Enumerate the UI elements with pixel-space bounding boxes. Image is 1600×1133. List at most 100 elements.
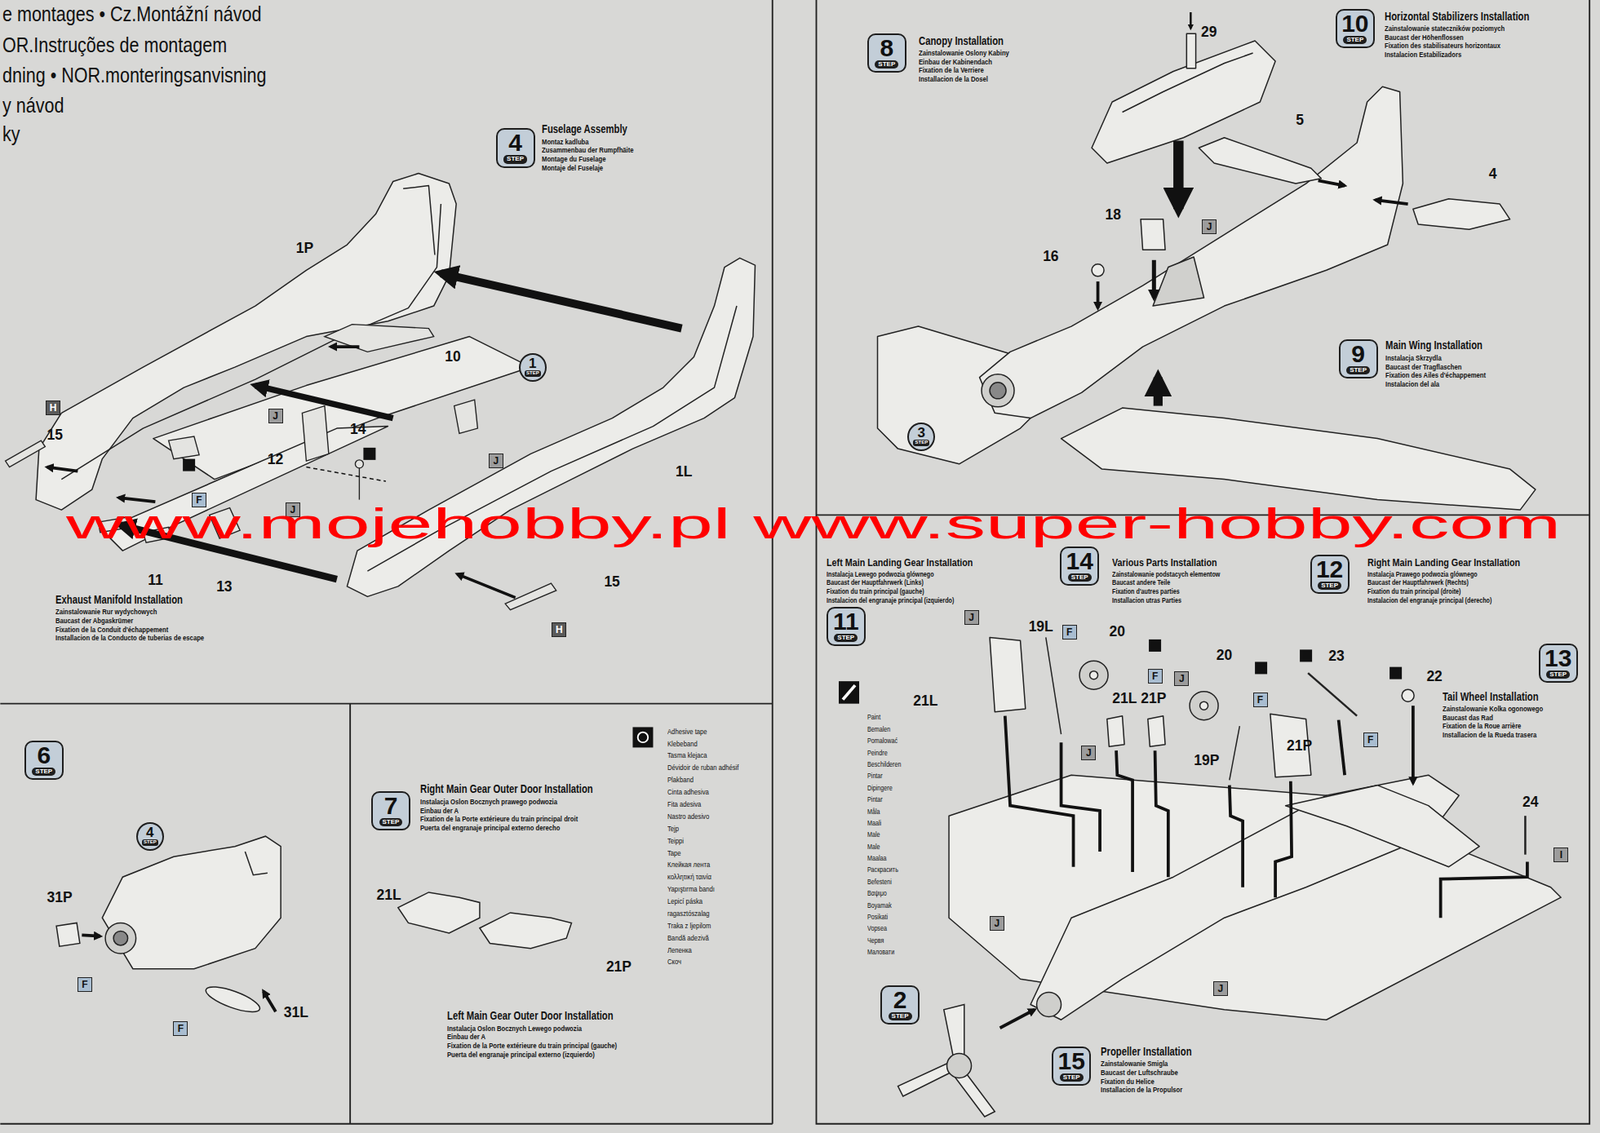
symbol-translation: Лепенка bbox=[667, 946, 692, 955]
step-translation: Instalacja Skrzydla bbox=[1385, 354, 1442, 363]
step-translation: Zainstalowanie Oslony Kabiny bbox=[918, 48, 1010, 58]
step-number: 4 bbox=[146, 825, 154, 840]
step-word: STEP bbox=[31, 767, 56, 776]
aircraft-top-view bbox=[1091, 264, 1104, 277]
color-code-letter: I bbox=[1560, 848, 1563, 862]
part-color-code: J bbox=[964, 610, 980, 625]
color-code-letter: F bbox=[1257, 693, 1264, 707]
color-code-letter: J bbox=[1085, 746, 1092, 760]
color-code-letter: F bbox=[1152, 669, 1158, 683]
leader-line bbox=[1155, 750, 1169, 878]
aircraft-bottom-view bbox=[1307, 673, 1357, 717]
propeller bbox=[947, 1053, 972, 1078]
nose-section bbox=[105, 922, 137, 954]
symbol-translation: Nastro adesivo bbox=[667, 812, 710, 821]
step-badge: 10STEP bbox=[1335, 8, 1375, 49]
aircraft-top-view bbox=[989, 382, 1007, 399]
symbol-translation: Βαψιμο bbox=[867, 890, 887, 899]
callout-number: 21P bbox=[1286, 738, 1312, 754]
aircraft-top-view bbox=[979, 86, 1404, 418]
step-translation: Puerta del engranaje principal externo (… bbox=[447, 1050, 595, 1060]
color-code-letter: F bbox=[177, 1022, 184, 1036]
paint-icon bbox=[838, 681, 860, 705]
assembly-arrow bbox=[263, 991, 276, 1012]
callout-number: 11 bbox=[147, 572, 164, 589]
step-translation: Fixation d'autres parties bbox=[1112, 588, 1180, 597]
step-translation: Baucast der Abgaskrümer bbox=[55, 616, 133, 625]
assembly-arrow bbox=[440, 273, 682, 329]
assembly-arrow bbox=[305, 467, 386, 483]
callout-number: 18 bbox=[1104, 207, 1121, 223]
step-translation: Baucast der Hauptfahrwerk (Rechts) bbox=[1367, 579, 1469, 588]
assembly-arrow bbox=[1173, 141, 1184, 210]
step-word: STEP bbox=[874, 60, 899, 69]
color-code-letter: J bbox=[994, 917, 1001, 931]
aircraft-bottom-view bbox=[989, 637, 1026, 712]
color-code-letter: J bbox=[1217, 982, 1224, 996]
step-translation: Montaje del Fuselaje bbox=[541, 163, 603, 173]
symbol-translation: Червя bbox=[867, 937, 884, 946]
color-code-letter: F bbox=[1367, 733, 1374, 747]
aircraft-bottom-view bbox=[1079, 660, 1109, 690]
step-heading: Various Parts Installation bbox=[1112, 557, 1218, 569]
callout-number: 21L bbox=[376, 887, 401, 904]
header-text: ky bbox=[2, 122, 21, 147]
part-color-code: H bbox=[45, 400, 61, 416]
callout-number: 19L bbox=[1028, 619, 1054, 635]
callout-number: 15 bbox=[603, 574, 620, 590]
symbol-translation: κολλητική ταινία bbox=[667, 873, 712, 882]
symbol-translation: Befesteni bbox=[867, 878, 892, 887]
color-code-letter: H bbox=[555, 623, 563, 637]
step-translation: Instalacja Oslon Bocznych prawego podwoz… bbox=[420, 797, 558, 807]
symbol-translation: Lepicí páska bbox=[667, 897, 703, 906]
step-translation: Fixation du train principal (gauche) bbox=[826, 588, 925, 597]
callout-number: 12 bbox=[267, 452, 284, 468]
leader-line bbox=[1338, 720, 1346, 776]
step-translation: Installacion de la Conducto de tuberias … bbox=[55, 633, 204, 643]
symbol-translation: Маловати bbox=[867, 948, 895, 958]
assembly-arrow bbox=[1152, 260, 1157, 298]
step-translation: Fixation de la Verriere bbox=[918, 66, 984, 75]
step-heading: Tail Wheel Installation bbox=[1442, 691, 1539, 704]
callout-number: 5 bbox=[1295, 112, 1304, 129]
step-translation: Baucast das Rad bbox=[1442, 713, 1494, 723]
callout-number: 21L bbox=[913, 693, 938, 710]
symbol-translation: Tasma klejaca bbox=[667, 751, 708, 760]
step-number: 7 bbox=[384, 793, 399, 819]
callout-number: 20 bbox=[1108, 624, 1125, 640]
part-color-code: F bbox=[1062, 624, 1078, 640]
assembly-arrow bbox=[47, 273, 683, 599]
step-translation: Zainstalowanie Rur wydychowych bbox=[55, 607, 158, 617]
step-heading: Horizontal Stabilizers Installation bbox=[1384, 10, 1530, 23]
fuselage-halves bbox=[153, 336, 532, 480]
part-color-code: J bbox=[1213, 981, 1228, 997]
step-translation: Zainstalowanie Smigla bbox=[1100, 1059, 1168, 1069]
paint-mark bbox=[1254, 661, 1268, 674]
symbol-translation: Клейкая лента bbox=[667, 860, 710, 869]
aircraft-bottom-view bbox=[1107, 716, 1125, 748]
step-badge: 15STEP bbox=[1051, 1046, 1091, 1086]
step-translation: Fixation de la Roue arrière bbox=[1442, 722, 1521, 731]
aircraft-bottom-view bbox=[1401, 689, 1414, 702]
callout-number: 31P bbox=[47, 890, 73, 906]
aircraft-bottom-view bbox=[1285, 785, 1481, 868]
step-word: STEP bbox=[833, 633, 858, 643]
leader-line bbox=[1411, 705, 1415, 784]
step-number: 6 bbox=[36, 743, 51, 768]
step-translation: Einbau der A bbox=[447, 1032, 486, 1042]
step-badge: 4STEP bbox=[496, 128, 536, 168]
small-parts bbox=[168, 436, 200, 460]
small-parts bbox=[301, 406, 329, 462]
symbol-translation: Pintar bbox=[867, 796, 883, 805]
step-translation: Fixation du train principal (droite) bbox=[1367, 588, 1461, 597]
symbol-translation: Male bbox=[867, 831, 881, 840]
step-word: STEP bbox=[888, 1012, 913, 1021]
step-word: STEP bbox=[141, 839, 159, 847]
assembly-arrow bbox=[81, 935, 276, 1012]
symbol-translation: Boyamak bbox=[867, 902, 892, 911]
header-text: e montages • Cz.Montážní návod bbox=[2, 2, 262, 27]
step-translation: Einbau der Kabinendach bbox=[918, 57, 993, 67]
step-translation: Baucast der Hauptfahrwerk (Links) bbox=[826, 579, 924, 588]
step-translation: Fixation de la Porte extérieure du train… bbox=[447, 1041, 617, 1051]
step-word: STEP bbox=[913, 439, 930, 447]
